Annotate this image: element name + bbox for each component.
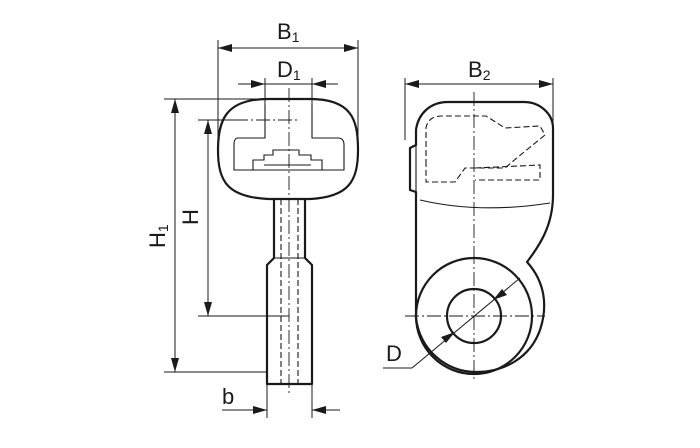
side-hidden-cavity [425,115,546,183]
front-shank [265,197,314,386]
label-d: D [386,341,402,366]
dim-b-arrow-left [253,406,267,414]
label-b2: B2 [468,57,491,83]
dim-b2-arrow-left [405,80,419,88]
front-head-insert [252,149,323,170]
front-view [212,88,360,394]
side-curve-line [419,199,551,209]
dim-h1-arrow-top [171,99,179,113]
label-b: b [222,384,234,409]
dim-d-arrow-upper [493,289,507,300]
label-h: H [178,209,203,225]
dimension-labels: B1 D1 B2 H1 H b D [145,19,491,409]
dim-b2-arrow-right [539,80,553,88]
side-outline [408,100,555,374]
dim-h-arrow-top [204,120,212,134]
dimension-lines [164,40,554,418]
label-h1: H1 [145,224,171,248]
dim-b1-arrow-right [344,44,358,52]
dim-d1-arrow-right [312,80,326,88]
dim-d1-arrow-left [251,80,265,88]
label-d1: D1 [277,57,301,83]
dim-d-arrow-lower [441,332,455,343]
front-head-slot [233,105,345,171]
label-b1: B1 [277,19,300,45]
side-view [405,92,555,382]
dim-h-arrow-bottom [204,302,212,316]
front-head-outline [216,97,360,201]
dim-b-arrow-right [312,406,326,414]
dim-h1-arrow-bottom [171,358,179,372]
dim-b1-arrow-left [218,44,232,52]
side-hidden-slot [474,164,541,181]
